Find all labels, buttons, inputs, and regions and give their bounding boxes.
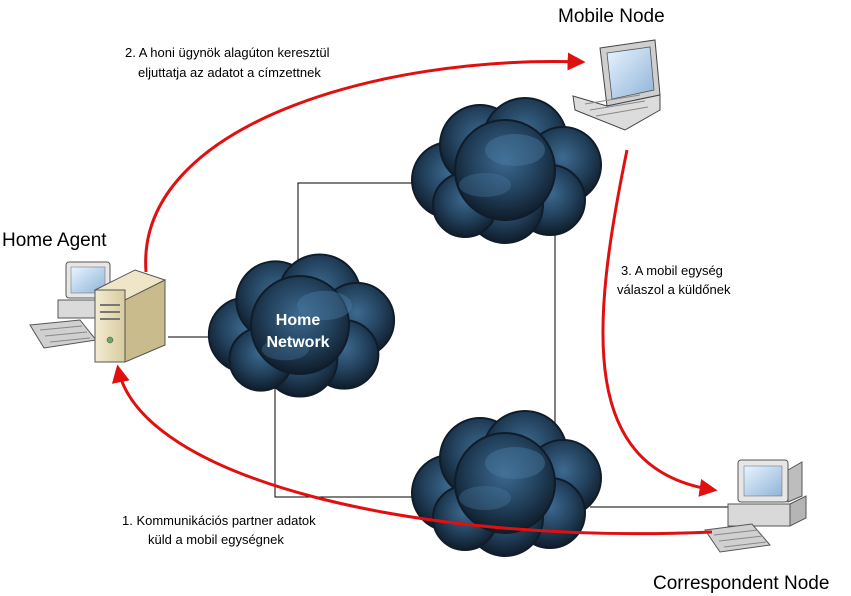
- link-home-network-to-top-cloud: [297, 182, 418, 275]
- home-network-cloud-icon: [207, 253, 396, 398]
- link-home-network-to-bottom-cloud: [274, 385, 418, 498]
- home-agent-server-icon[interactable]: [29, 261, 167, 363]
- correspondent-node-computer-icon[interactable]: [704, 459, 807, 553]
- step2-text-line1: 2. A honi ügynök alagúton keresztül: [125, 45, 330, 60]
- step2-text-line2: eljuttatja az adatot a címzettnek: [138, 65, 321, 80]
- cloud-top-icon: [411, 97, 602, 244]
- home-agent-label: Home Agent: [2, 230, 107, 251]
- flow-arrow-mobile-to-correspondent: [601, 149, 718, 497]
- network-links: [168, 182, 735, 508]
- home-network-label-line2: Network: [266, 334, 329, 351]
- mobile-node-label: Mobile Node: [558, 6, 665, 27]
- flow-arrow-correspondent-to-home-agent: [111, 364, 713, 536]
- step3-text-line2: válaszol a küldőnek: [617, 282, 731, 297]
- cloud-bottom-icon: [411, 410, 602, 557]
- mobile-node-laptop-icon[interactable]: [572, 39, 661, 131]
- step3-text-line1: 3. A mobil egység: [621, 263, 723, 278]
- flow-arrow-tunnel-to-mobile: [144, 52, 586, 273]
- home-network-label-line1: Home: [276, 312, 321, 329]
- step1-text-line1: 1. Kommunikációs partner adatok: [122, 513, 316, 528]
- step1-text-line2: küld a mobil egységnek: [148, 532, 284, 547]
- correspondent-node-label: Correspondent Node: [653, 573, 829, 594]
